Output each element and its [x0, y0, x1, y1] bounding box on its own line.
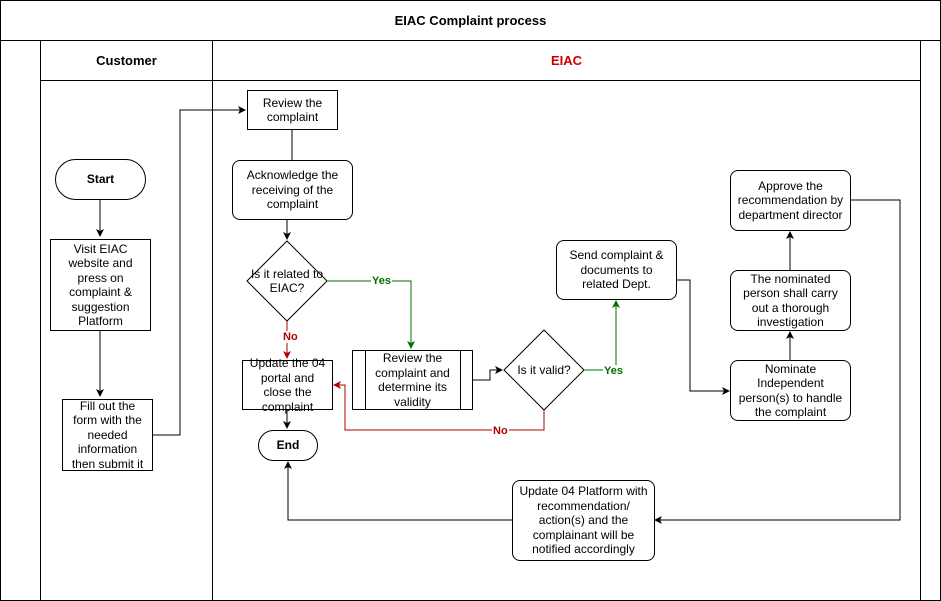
review-validity-subprocess: Review the complaint and determine its v…: [352, 350, 473, 410]
approve-step: Approve the recommendation by department…: [730, 170, 851, 231]
edge-send-to-nominate: [677, 279, 730, 395]
update-portal-close-step: Update the 04 portal and close the compl…: [242, 356, 333, 414]
lane-title-customer: Customer: [96, 53, 157, 68]
investigation-step: The nominated person shall carry out a t…: [730, 270, 851, 331]
subprocess-bars: [365, 350, 461, 410]
fill-form-step: Fill out the form with the needed inform…: [62, 399, 153, 471]
related-yes-label: Yes: [371, 275, 392, 287]
edge-update-platform-to-end: [284, 461, 513, 521]
valid-yes-label: Yes: [603, 365, 624, 377]
valid-no-label: No: [492, 425, 509, 437]
valid-question-text: Is it valid?: [517, 362, 571, 377]
end-node: End: [258, 430, 318, 461]
related-no-label: No: [282, 331, 299, 343]
edge-valid-yes: [584, 300, 620, 371]
nominate-step: Nominate Independent person(s) to handle…: [730, 360, 851, 421]
visit-website-step: Visit EIAC website and press on complain…: [50, 239, 151, 331]
start-node: Start: [55, 159, 146, 200]
update-platform-step: Update 04 Platform with recommendation/ …: [512, 480, 655, 561]
edge-approve-to-update-platform: [654, 199, 901, 524]
lane-title-eiac: EIAC: [550, 53, 583, 68]
review-complaint-step: Review the complaint: [247, 90, 338, 130]
related-question-text: Is it related to EIAC?: [250, 266, 324, 296]
edge-related-yes: [327, 280, 415, 349]
diagram-title: EIAC Complaint process: [394, 12, 547, 28]
edge-review-validity-to-valid: [473, 366, 503, 381]
connectors: [96, 106, 901, 524]
edge-fill-to-review: [153, 106, 246, 436]
send-to-dept-step: Send complaint & documents to related De…: [556, 240, 677, 300]
edge-valid-no: [333, 381, 545, 431]
acknowledge-step: Acknowledge the receiving of the complai…: [232, 160, 353, 220]
